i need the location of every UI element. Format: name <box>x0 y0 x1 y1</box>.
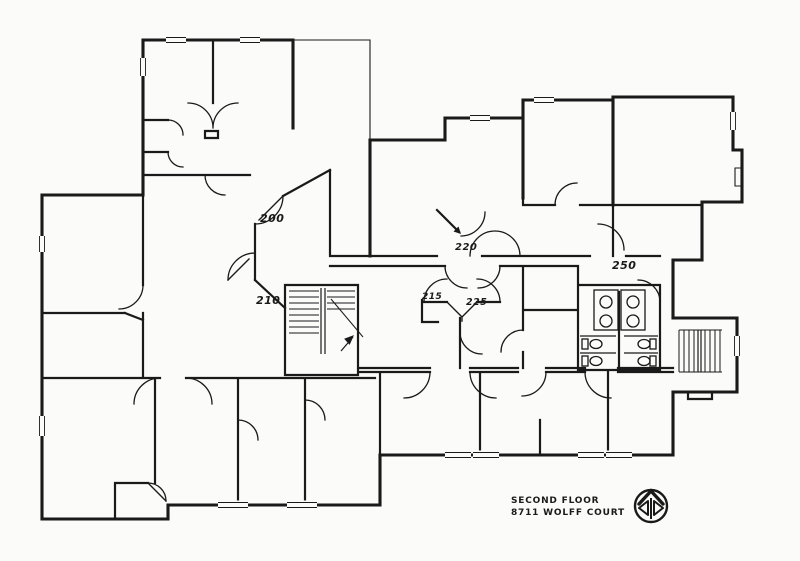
central-staircase <box>289 288 364 354</box>
toilet-bowl <box>637 355 651 367</box>
sheet-title-line1: SECOND FLOOR <box>511 496 599 506</box>
title-block: SECOND FLOOR 8711 WOLFF COURT <box>511 496 625 518</box>
door-arcs <box>118 102 661 502</box>
door-220-arrowhead <box>453 226 461 234</box>
stair-direction-arrowhead <box>344 335 354 345</box>
interior-walls <box>40 38 714 521</box>
sink-basin <box>626 314 640 328</box>
restroom-fixtures <box>580 289 658 367</box>
toilet-bowl <box>589 355 603 367</box>
stair-rail <box>697 330 702 372</box>
walls <box>40 38 744 521</box>
room-labels: 200 210 215 220 225 250 <box>256 212 636 308</box>
room-label-200: 200 <box>260 212 284 225</box>
toilet-bowl <box>637 338 651 350</box>
toilet-bowl <box>589 338 603 350</box>
toilet-tank <box>649 355 657 367</box>
room-label-210: 210 <box>256 294 280 307</box>
stair-treads <box>289 290 355 334</box>
door-leaves <box>147 195 478 502</box>
logo-right-triangle <box>653 500 664 516</box>
toilet-tank <box>581 338 589 350</box>
sink-basin <box>599 295 613 309</box>
sheet-title-line2: 8711 WOLFF COURT <box>511 508 625 518</box>
porch-outline <box>292 39 371 141</box>
vanity-counter <box>593 289 619 331</box>
stair-rail <box>320 288 326 354</box>
toilet-tank <box>649 338 657 350</box>
right-staircase <box>678 329 722 373</box>
sink-basin <box>626 295 640 309</box>
architect-compass-logo-icon <box>633 488 669 524</box>
room-label-215: 215 <box>422 292 442 302</box>
vanity-counter <box>620 289 646 331</box>
logo-chevron <box>637 488 665 506</box>
bump-notch <box>734 167 743 187</box>
room-label-225: 225 <box>466 297 487 308</box>
logo-left-triangle <box>638 500 649 516</box>
stair-break-line <box>330 298 364 338</box>
room-label-250: 250 <box>612 259 636 272</box>
room-label-220: 220 <box>455 242 477 253</box>
window-lines <box>39 37 740 508</box>
sink-basin <box>599 314 613 328</box>
stall-partitions <box>580 335 658 354</box>
window-sills <box>37 35 742 510</box>
exterior-walls <box>40 38 744 521</box>
toilet-tank <box>581 355 589 367</box>
door-220-leaf <box>435 208 461 234</box>
